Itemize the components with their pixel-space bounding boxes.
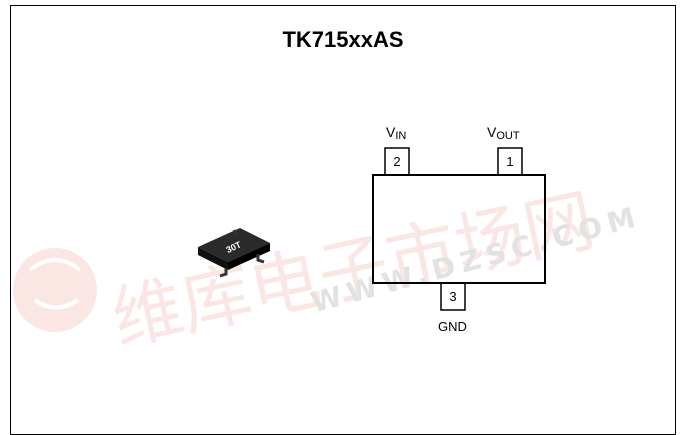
package-body bbox=[198, 228, 270, 278]
pin-3-label: GND bbox=[438, 319, 467, 334]
pin-2-number: 2 bbox=[393, 154, 401, 169]
page-title: TK715xxAS bbox=[282, 27, 404, 52]
pin-3-number: 3 bbox=[449, 289, 457, 304]
pin-1-label: VOUT bbox=[487, 124, 520, 142]
pin-3-box bbox=[440, 282, 466, 311]
ic-body bbox=[372, 174, 546, 284]
pin-1-box bbox=[497, 147, 523, 176]
pin-2-box bbox=[384, 147, 410, 176]
package-illustration: 30T bbox=[198, 147, 546, 311]
pin-2-label: VIN bbox=[386, 124, 407, 142]
pin-1-number: 1 bbox=[506, 154, 514, 169]
